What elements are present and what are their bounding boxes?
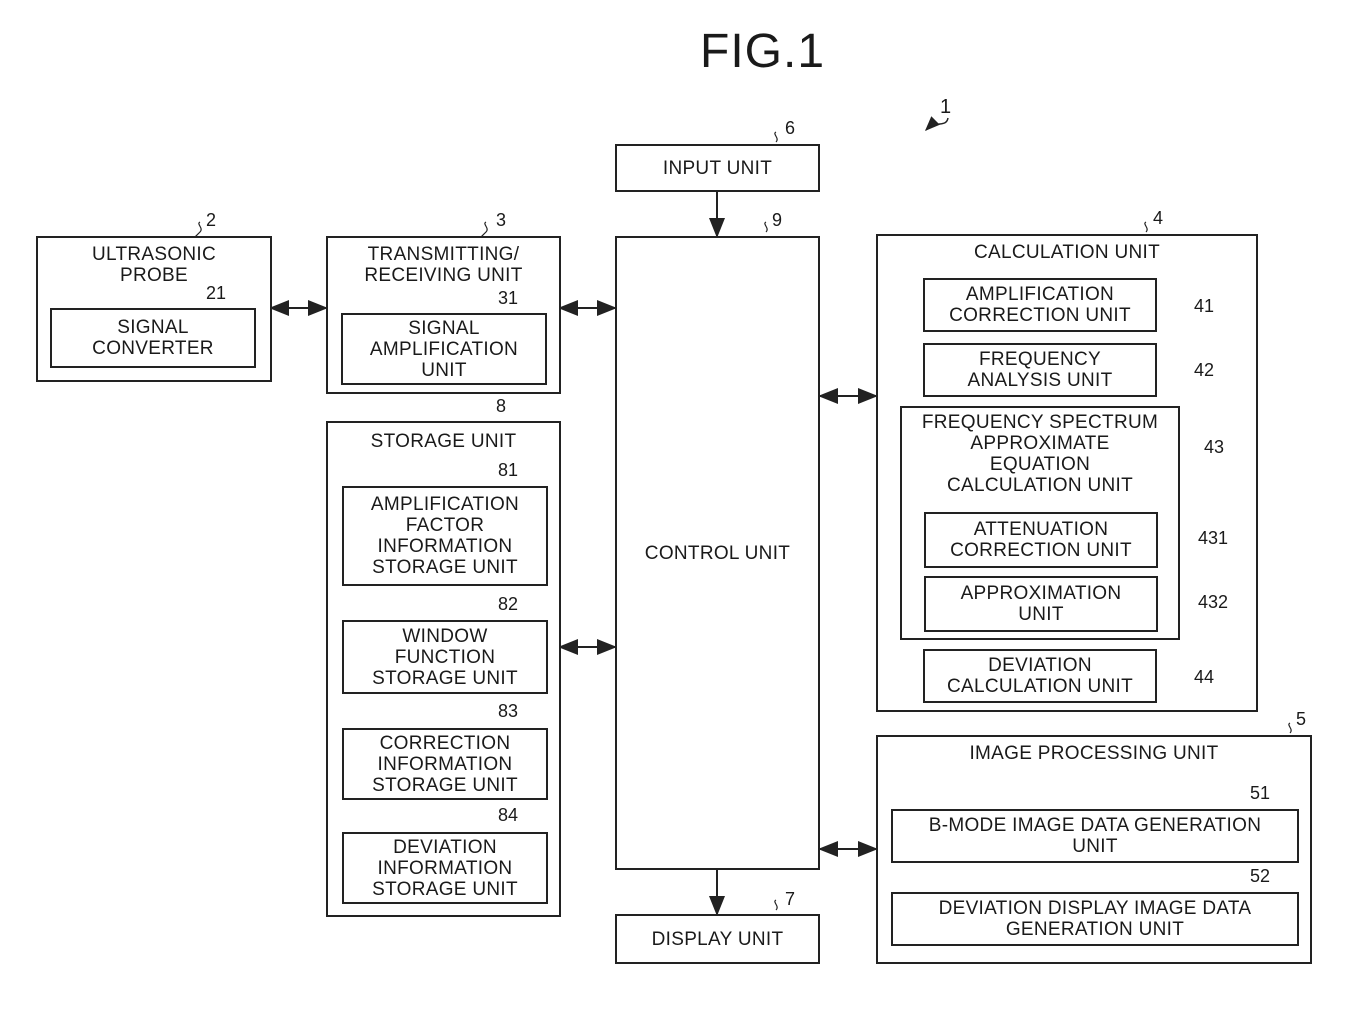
frequency-spectrum-calc-unit-label: FREQUENCY SPECTRUM APPROXIMATE EQUATION … xyxy=(902,412,1178,496)
input-unit-ref: 6 xyxy=(785,119,795,137)
amplification-correction-unit-block: AMPLIFICATION CORRECTION UNIT xyxy=(923,278,1157,332)
window-function-storage-ref: 82 xyxy=(498,595,518,613)
control-unit-ref: 9 xyxy=(772,211,782,229)
display-unit-block: DISPLAY UNIT xyxy=(615,914,820,964)
b-mode-image-data-unit-label: B-MODE IMAGE DATA GENERATION UNIT xyxy=(929,815,1262,857)
amplification-correction-unit-label: AMPLIFICATION CORRECTION UNIT xyxy=(949,284,1131,326)
calculation-unit-label: CALCULATION UNIT xyxy=(878,242,1256,263)
frequency-analysis-unit-block: FREQUENCY ANALYSIS UNIT xyxy=(923,343,1157,397)
calculation-unit-ref: 4 xyxy=(1153,209,1163,227)
signal-converter-block: SIGNAL CONVERTER xyxy=(50,308,256,368)
input-unit-block: INPUT UNIT xyxy=(615,144,820,192)
approximation-unit-label: APPROXIMATION UNIT xyxy=(961,583,1122,625)
transmitting-receiving-unit-block: TRANSMITTING/ RECEIVING UNIT SIGNAL AMPL… xyxy=(326,236,561,394)
attenuation-correction-unit-ref: 431 xyxy=(1198,529,1228,547)
image-processing-unit-label: IMAGE PROCESSING UNIT xyxy=(878,743,1310,764)
amplification-factor-storage-ref: 81 xyxy=(498,461,518,479)
frequency-spectrum-calc-unit-ref: 43 xyxy=(1204,438,1224,456)
storage-unit-label: STORAGE UNIT xyxy=(328,431,559,452)
deviation-display-image-data-unit-label: DEVIATION DISPLAY IMAGE DATA GENERATION … xyxy=(939,898,1252,940)
storage-unit-ref: 8 xyxy=(496,397,506,415)
deviation-calculation-unit-label: DEVIATION CALCULATION UNIT xyxy=(947,655,1133,697)
attenuation-correction-unit-label: ATTENUATION CORRECTION UNIT xyxy=(950,519,1132,561)
control-unit-block: CONTROL UNIT xyxy=(615,236,820,870)
approximation-unit-block: APPROXIMATION UNIT xyxy=(924,576,1158,632)
storage-unit-block: STORAGE UNIT AMPLIFICATION FACTOR INFORM… xyxy=(326,421,561,917)
amplification-factor-storage-block: AMPLIFICATION FACTOR INFORMATION STORAGE… xyxy=(342,486,548,586)
system-ref-leader xyxy=(926,118,948,130)
frequency-analysis-unit-ref: 42 xyxy=(1194,361,1214,379)
correction-info-storage-ref: 83 xyxy=(498,702,518,720)
deviation-calculation-unit-block: DEVIATION CALCULATION UNIT xyxy=(923,649,1157,703)
input-unit-label: INPUT UNIT xyxy=(663,158,772,179)
control-unit-label: CONTROL UNIT xyxy=(645,543,790,564)
window-function-storage-block: WINDOW FUNCTION STORAGE UNIT xyxy=(342,620,548,694)
signal-converter-label: SIGNAL CONVERTER xyxy=(92,317,214,359)
frequency-spectrum-calc-unit-block: FREQUENCY SPECTRUM APPROXIMATE EQUATION … xyxy=(900,406,1180,640)
deviation-info-storage-ref: 84 xyxy=(498,806,518,824)
display-unit-label: DISPLAY UNIT xyxy=(652,929,784,950)
b-mode-image-data-unit-block: B-MODE IMAGE DATA GENERATION UNIT xyxy=(891,809,1299,863)
b-mode-image-data-unit-ref: 51 xyxy=(1250,784,1270,802)
attenuation-correction-unit-block: ATTENUATION CORRECTION UNIT xyxy=(924,512,1158,568)
ultrasonic-probe-block: ULTRASONIC PROBE SIGNAL CONVERTER xyxy=(36,236,272,382)
signal-amplification-unit-label: SIGNAL AMPLIFICATION UNIT xyxy=(370,318,518,381)
deviation-calculation-unit-ref: 44 xyxy=(1194,668,1214,686)
transmitting-receiving-unit-ref: 3 xyxy=(496,211,506,229)
signal-amplification-unit-block: SIGNAL AMPLIFICATION UNIT xyxy=(341,313,547,385)
correction-info-storage-block: CORRECTION INFORMATION STORAGE UNIT xyxy=(342,728,548,800)
approximation-unit-ref: 432 xyxy=(1198,593,1228,611)
transmitting-receiving-unit-label: TRANSMITTING/ RECEIVING UNIT xyxy=(328,244,559,286)
correction-info-storage-label: CORRECTION INFORMATION STORAGE UNIT xyxy=(372,733,518,796)
image-processing-unit-block: IMAGE PROCESSING UNIT B-MODE IMAGE DATA … xyxy=(876,735,1312,964)
amplification-factor-storage-label: AMPLIFICATION FACTOR INFORMATION STORAGE… xyxy=(371,494,519,578)
ultrasonic-probe-label: ULTRASONIC PROBE xyxy=(38,244,270,286)
figure-title: FIG.1 xyxy=(700,24,825,79)
frequency-analysis-unit-label: FREQUENCY ANALYSIS UNIT xyxy=(967,349,1112,391)
deviation-display-image-data-unit-ref: 52 xyxy=(1250,867,1270,885)
system-ref-number: 1 xyxy=(940,98,951,116)
deviation-display-image-data-unit-block: DEVIATION DISPLAY IMAGE DATA GENERATION … xyxy=(891,892,1299,946)
image-processing-unit-ref: 5 xyxy=(1296,710,1306,728)
signal-amplification-unit-ref: 31 xyxy=(498,289,518,307)
signal-converter-ref: 21 xyxy=(206,284,226,302)
window-function-storage-label: WINDOW FUNCTION STORAGE UNIT xyxy=(372,626,518,689)
deviation-info-storage-block: DEVIATION INFORMATION STORAGE UNIT xyxy=(342,832,548,904)
ultrasonic-probe-ref: 2 xyxy=(206,211,216,229)
display-unit-ref: 7 xyxy=(785,890,795,908)
amplification-correction-unit-ref: 41 xyxy=(1194,297,1214,315)
deviation-info-storage-label: DEVIATION INFORMATION STORAGE UNIT xyxy=(372,837,518,900)
